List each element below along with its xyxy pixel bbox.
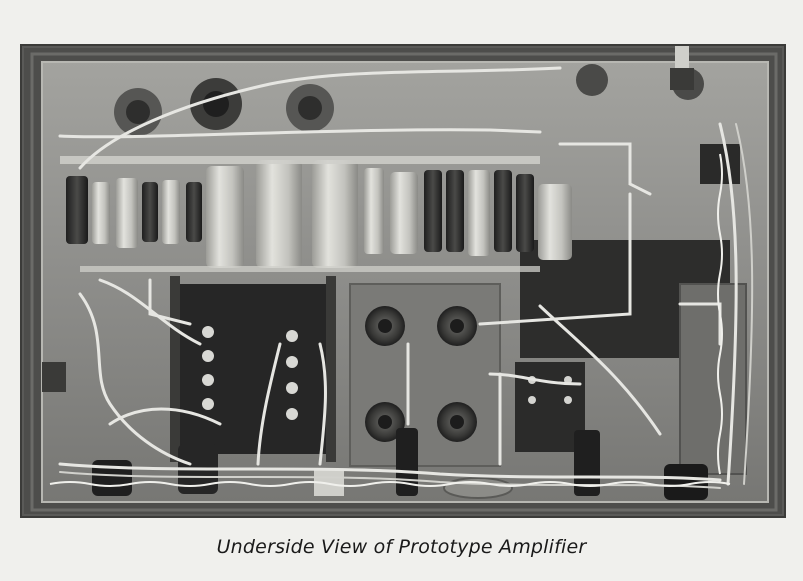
tube-sockets bbox=[365, 306, 477, 442]
rotary-control bbox=[700, 144, 740, 184]
twisted-cable bbox=[49, 153, 731, 487]
photo-caption: Underside View of Prototype Amplifier bbox=[216, 536, 587, 558]
capacitor-row bbox=[66, 160, 572, 268]
toggle-switch bbox=[675, 44, 689, 74]
terminal-strip-bottom bbox=[80, 266, 540, 272]
terminal-strip-top bbox=[60, 156, 540, 164]
output-transformer bbox=[178, 284, 328, 454]
chassis-illustration bbox=[20, 44, 786, 518]
amplifier-underside-photo bbox=[20, 44, 786, 518]
transformer-terminals bbox=[202, 326, 298, 420]
wiring bbox=[58, 66, 754, 489]
